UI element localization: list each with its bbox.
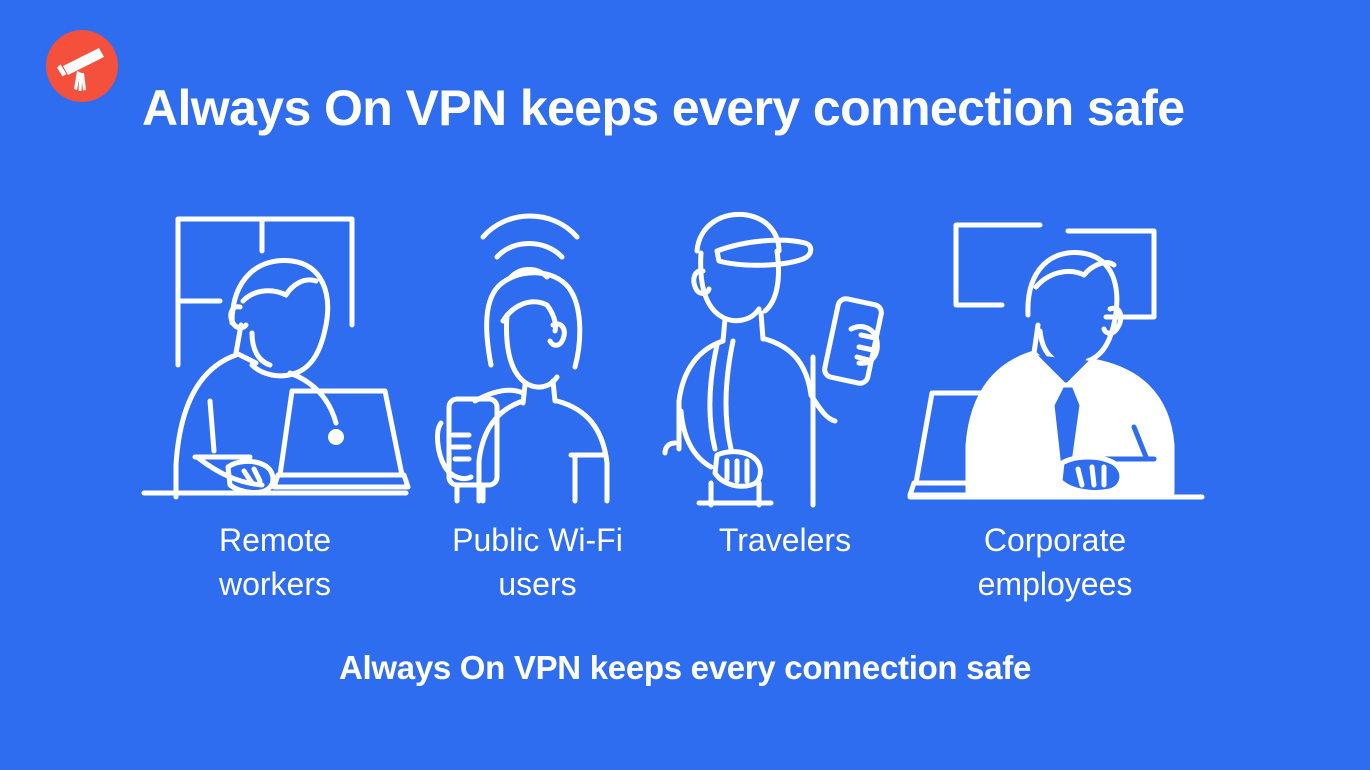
figure-label-row: Remote workers Public Wi-Fi users Travel… — [140, 518, 1210, 608]
person-at-laptop-with-window-icon — [141, 216, 411, 500]
label-line-2: users — [498, 566, 577, 602]
label-line-1: Travelers — [718, 522, 852, 558]
label-remote-workers: Remote workers — [140, 518, 410, 606]
label-line-1: Public Wi-Fi — [452, 522, 623, 558]
person-with-cap-backpack-and-luggage-icon — [662, 211, 884, 508]
figure-public-wifi-user — [435, 205, 650, 505]
label-line-2: employees — [977, 566, 1133, 602]
label-line-1: Corporate — [983, 522, 1127, 558]
footer-caption: Always On VPN keeps every connection saf… — [339, 649, 1031, 686]
label-line-1: Remote — [218, 522, 332, 558]
figure-corporate-employee — [907, 205, 1210, 505]
label-public-wifi-users: Public Wi-Fi users — [420, 518, 655, 606]
illustration-row — [140, 205, 1210, 508]
brand-logo — [46, 30, 118, 102]
businessman-at-laptop-with-frames-icon — [907, 222, 1205, 500]
telescope-icon — [57, 48, 104, 91]
label-corporate-employees: Corporate employees — [900, 518, 1210, 606]
label-travelers: Travelers — [670, 518, 900, 562]
label-line-2: workers — [218, 566, 331, 602]
person-with-phone-and-wifi-icon — [435, 213, 610, 504]
figure-remote-worker — [140, 205, 411, 505]
page-title: Always On VPN keeps every connection saf… — [142, 80, 1185, 136]
figure-traveler — [662, 205, 895, 508]
